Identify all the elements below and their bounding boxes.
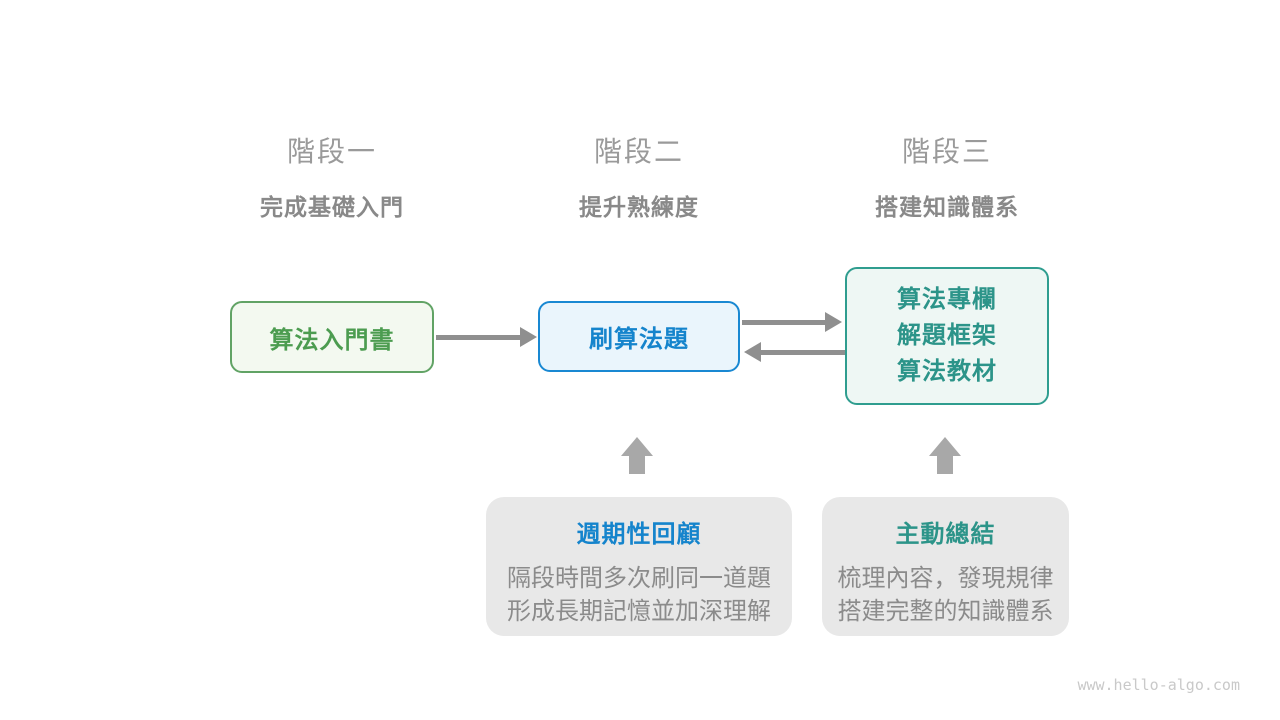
advanced-line-3: 算法教材 [897,358,997,385]
note-active-summary: 主動總結 梳理內容，發現規律 搭建完整的知識體系 [822,497,1069,636]
up-arrow-stem [937,456,953,474]
note-periodic-review-body: 隔段時間多次刷同一道題 形成長期記憶並加深理解 [486,562,792,628]
advanced-line-1: 算法專欄 [897,286,997,313]
advanced-box: 算法專欄 解題框架 算法教材 [845,267,1049,405]
note-body-line: 搭建完整的知識體系 [837,598,1054,625]
stage-header-2: 階段二 提升熟練度 [489,130,789,222]
stage-2-number: 階段二 [593,136,684,167]
stage-2-subtitle: 提升熟練度 [579,194,699,220]
up-arrow-stem [629,456,645,474]
note-body-line: 隔段時間多次刷同一道題 [507,565,771,592]
stage-1-subtitle: 完成基礎入門 [260,194,404,220]
note-periodic-review: 週期性回顧 隔段時間多次刷同一道題 形成長期記憶並加深理解 [486,497,792,636]
intro-book-box: 算法入門書 [230,301,434,373]
arrow-head-right-icon [825,312,842,332]
stage-3-subtitle: 搭建知識體系 [875,194,1019,220]
arrow-head-left-icon [744,342,761,362]
note-periodic-review-title: 週期性回顧 [576,521,702,548]
arrow-line [761,350,845,355]
intro-book-label: 算法入門書 [269,326,395,354]
arrow-line [742,320,827,325]
up-arrow-head [929,437,961,456]
stage-header-1: 階段一 完成基礎入門 [182,130,482,222]
practice-label: 刷算法題 [589,326,689,353]
note-body-line: 梳理內容，發現規律 [837,565,1054,592]
arrow-line [436,335,522,340]
arrow-head-right-icon [520,327,537,347]
note-active-summary-body: 梳理內容，發現規律 搭建完整的知識體系 [822,562,1069,628]
practice-box: 刷算法題 [538,301,740,372]
stage-1-number: 階段一 [286,136,377,167]
advanced-line-2: 解題框架 [897,322,997,349]
note-active-summary-title: 主動總結 [895,521,996,548]
stage-header-3: 階段三 搭建知識體系 [797,130,1097,222]
watermark: www.hello-algo.com [1077,676,1240,694]
up-arrow-head [621,437,653,456]
stage-3-number: 階段三 [901,136,992,167]
note-body-line: 形成長期記憶並加深理解 [507,598,771,625]
